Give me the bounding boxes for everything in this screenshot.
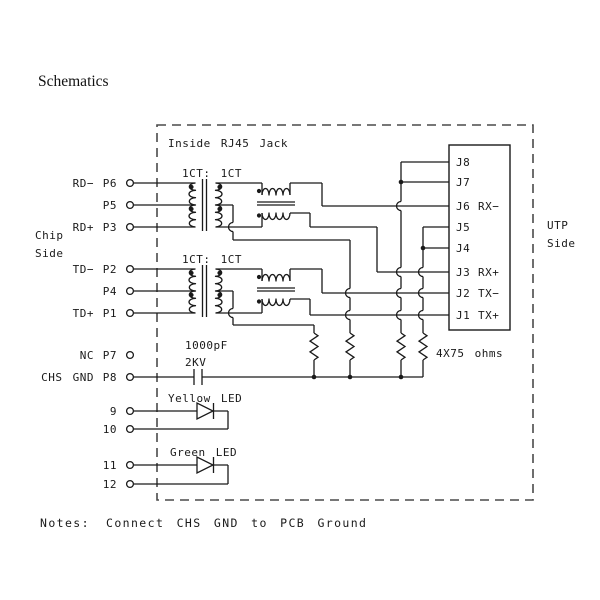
jack-termination-wires — [400, 161, 449, 333]
tx-choke-bottom-coil — [261, 298, 291, 307]
pin-circle-p6 — [125, 178, 135, 188]
pin-circle-p2 — [125, 264, 135, 274]
pin-circle-10 — [125, 424, 135, 434]
jack-pin-name: J1 — [456, 309, 470, 322]
resistors-label: 4X75 ohms — [436, 347, 503, 360]
pin-circle-p8 — [125, 372, 135, 382]
chassis-ground-net — [134, 369, 423, 385]
chip-pin-name: 10 — [103, 423, 117, 436]
termination-resistors — [308, 332, 429, 377]
resistor-1 — [308, 332, 320, 377]
rx-transformer-core — [201, 179, 208, 231]
jack-pin-name: J6 — [456, 200, 470, 213]
jack-pin-name: J3 — [456, 266, 470, 279]
jack-pin-signal: TX+ — [478, 309, 499, 322]
notes-label: Notes: — [40, 516, 90, 530]
utp-side-label-line1: UTP — [547, 219, 568, 232]
pin-circle-p7 — [125, 350, 135, 360]
chip-pin-name: 9 — [110, 405, 117, 418]
chip-pin-signal: CHS GND — [41, 371, 94, 384]
chip-pin-name: P6 — [103, 177, 117, 190]
tx-transformer-label: 1CT: 1CT — [182, 253, 242, 266]
chip-side-label-line1: Chip — [35, 229, 64, 242]
pin-circle-11 — [125, 460, 135, 470]
jack-pin-box — [448, 144, 511, 331]
tx-channel-wires — [134, 265, 449, 333]
tx-transformer-primary-winding — [188, 268, 197, 314]
chip-pin-name: P7 — [103, 349, 117, 362]
green-led-diode — [196, 455, 215, 475]
chip-pin-signal: RD+ — [73, 221, 94, 234]
rx-transformer-primary-winding — [188, 182, 197, 228]
jack-pin-name: J4 — [456, 242, 470, 255]
jack-pin-signal: RX+ — [478, 266, 499, 279]
chip-pin-name: P8 — [103, 371, 117, 384]
yellow-led-label: Yellow LED — [168, 392, 242, 405]
notes-text: Connect CHS GND to PCB Ground — [106, 516, 367, 530]
green-led-label: Green LED — [170, 446, 237, 459]
chip-pin-name: 12 — [103, 478, 117, 491]
wire-crossover-hops — [227, 200, 424, 321]
jack-pin-name: J2 — [456, 287, 470, 300]
chip-side-label-line2: Side — [35, 247, 64, 260]
jack-pin-name: J5 — [456, 221, 470, 234]
jack-pin-labels: J8 J7 J6 RX− J5 J4 J3 RX+ J2 TX− J1 TX+ — [456, 156, 499, 322]
jack-pin-signal: TX− — [478, 287, 499, 300]
pin-circle-p5 — [125, 200, 135, 210]
utp-side-label-line2: Side — [547, 237, 576, 250]
chip-pin-name: P5 — [103, 199, 117, 212]
chip-pin-name: P4 — [103, 285, 117, 298]
pin-circle-p1 — [125, 308, 135, 318]
jack-pin-signal: RX− — [478, 200, 499, 213]
tx-choke-top-coil — [261, 273, 291, 282]
rx-transformer-label: 1CT: 1CT — [182, 167, 242, 180]
chip-pin-name: P1 — [103, 307, 117, 320]
tx-choke-core — [257, 287, 295, 292]
resistor-4 — [417, 332, 429, 377]
pin-circle-9 — [125, 406, 135, 416]
yellow-led-circuit — [134, 401, 229, 430]
chip-pin-signal: NC — [80, 349, 94, 362]
junction-dots — [189, 179, 426, 380]
jack-pin-name: J8 — [456, 156, 470, 169]
chip-pin-name: P3 — [103, 221, 117, 234]
green-led-circuit — [134, 455, 229, 485]
rx-channel-wires — [134, 179, 449, 333]
capacitor-rating-label: 2KV — [185, 356, 206, 369]
page-title: Schematics — [38, 73, 109, 90]
chip-pin-name: 11 — [103, 459, 117, 472]
chip-pin-signal: RD− — [73, 177, 94, 190]
rj45-enclosure-border — [156, 124, 534, 501]
chip-pin-name: P2 — [103, 263, 117, 276]
chip-pin-terminals — [125, 178, 135, 489]
chip-pin-signal: TD− — [73, 263, 94, 276]
jack-pin-name: J7 — [456, 176, 470, 189]
resistor-2 — [344, 332, 356, 377]
tx-transformer-core — [201, 265, 208, 317]
chip-pin-labels: RD− P6 P5 RD+ P3 TD− P2 P4 TD+ P1 NC P7 … — [41, 177, 117, 491]
rx-choke-top-coil — [261, 187, 291, 196]
resistor-3 — [395, 332, 407, 377]
chip-pin-signal: TD+ — [73, 307, 94, 320]
pin-circle-12 — [125, 479, 135, 489]
rx-choke-bottom-coil — [261, 212, 291, 221]
pin-circle-p4 — [125, 286, 135, 296]
rx-choke-core — [257, 201, 295, 206]
hv-capacitor — [193, 369, 203, 385]
enclosure-label: Inside RJ45 Jack — [168, 137, 288, 150]
capacitor-value-label: 1000pF — [185, 339, 228, 352]
pin-circle-p3 — [125, 222, 135, 232]
yellow-led-diode — [196, 401, 215, 421]
